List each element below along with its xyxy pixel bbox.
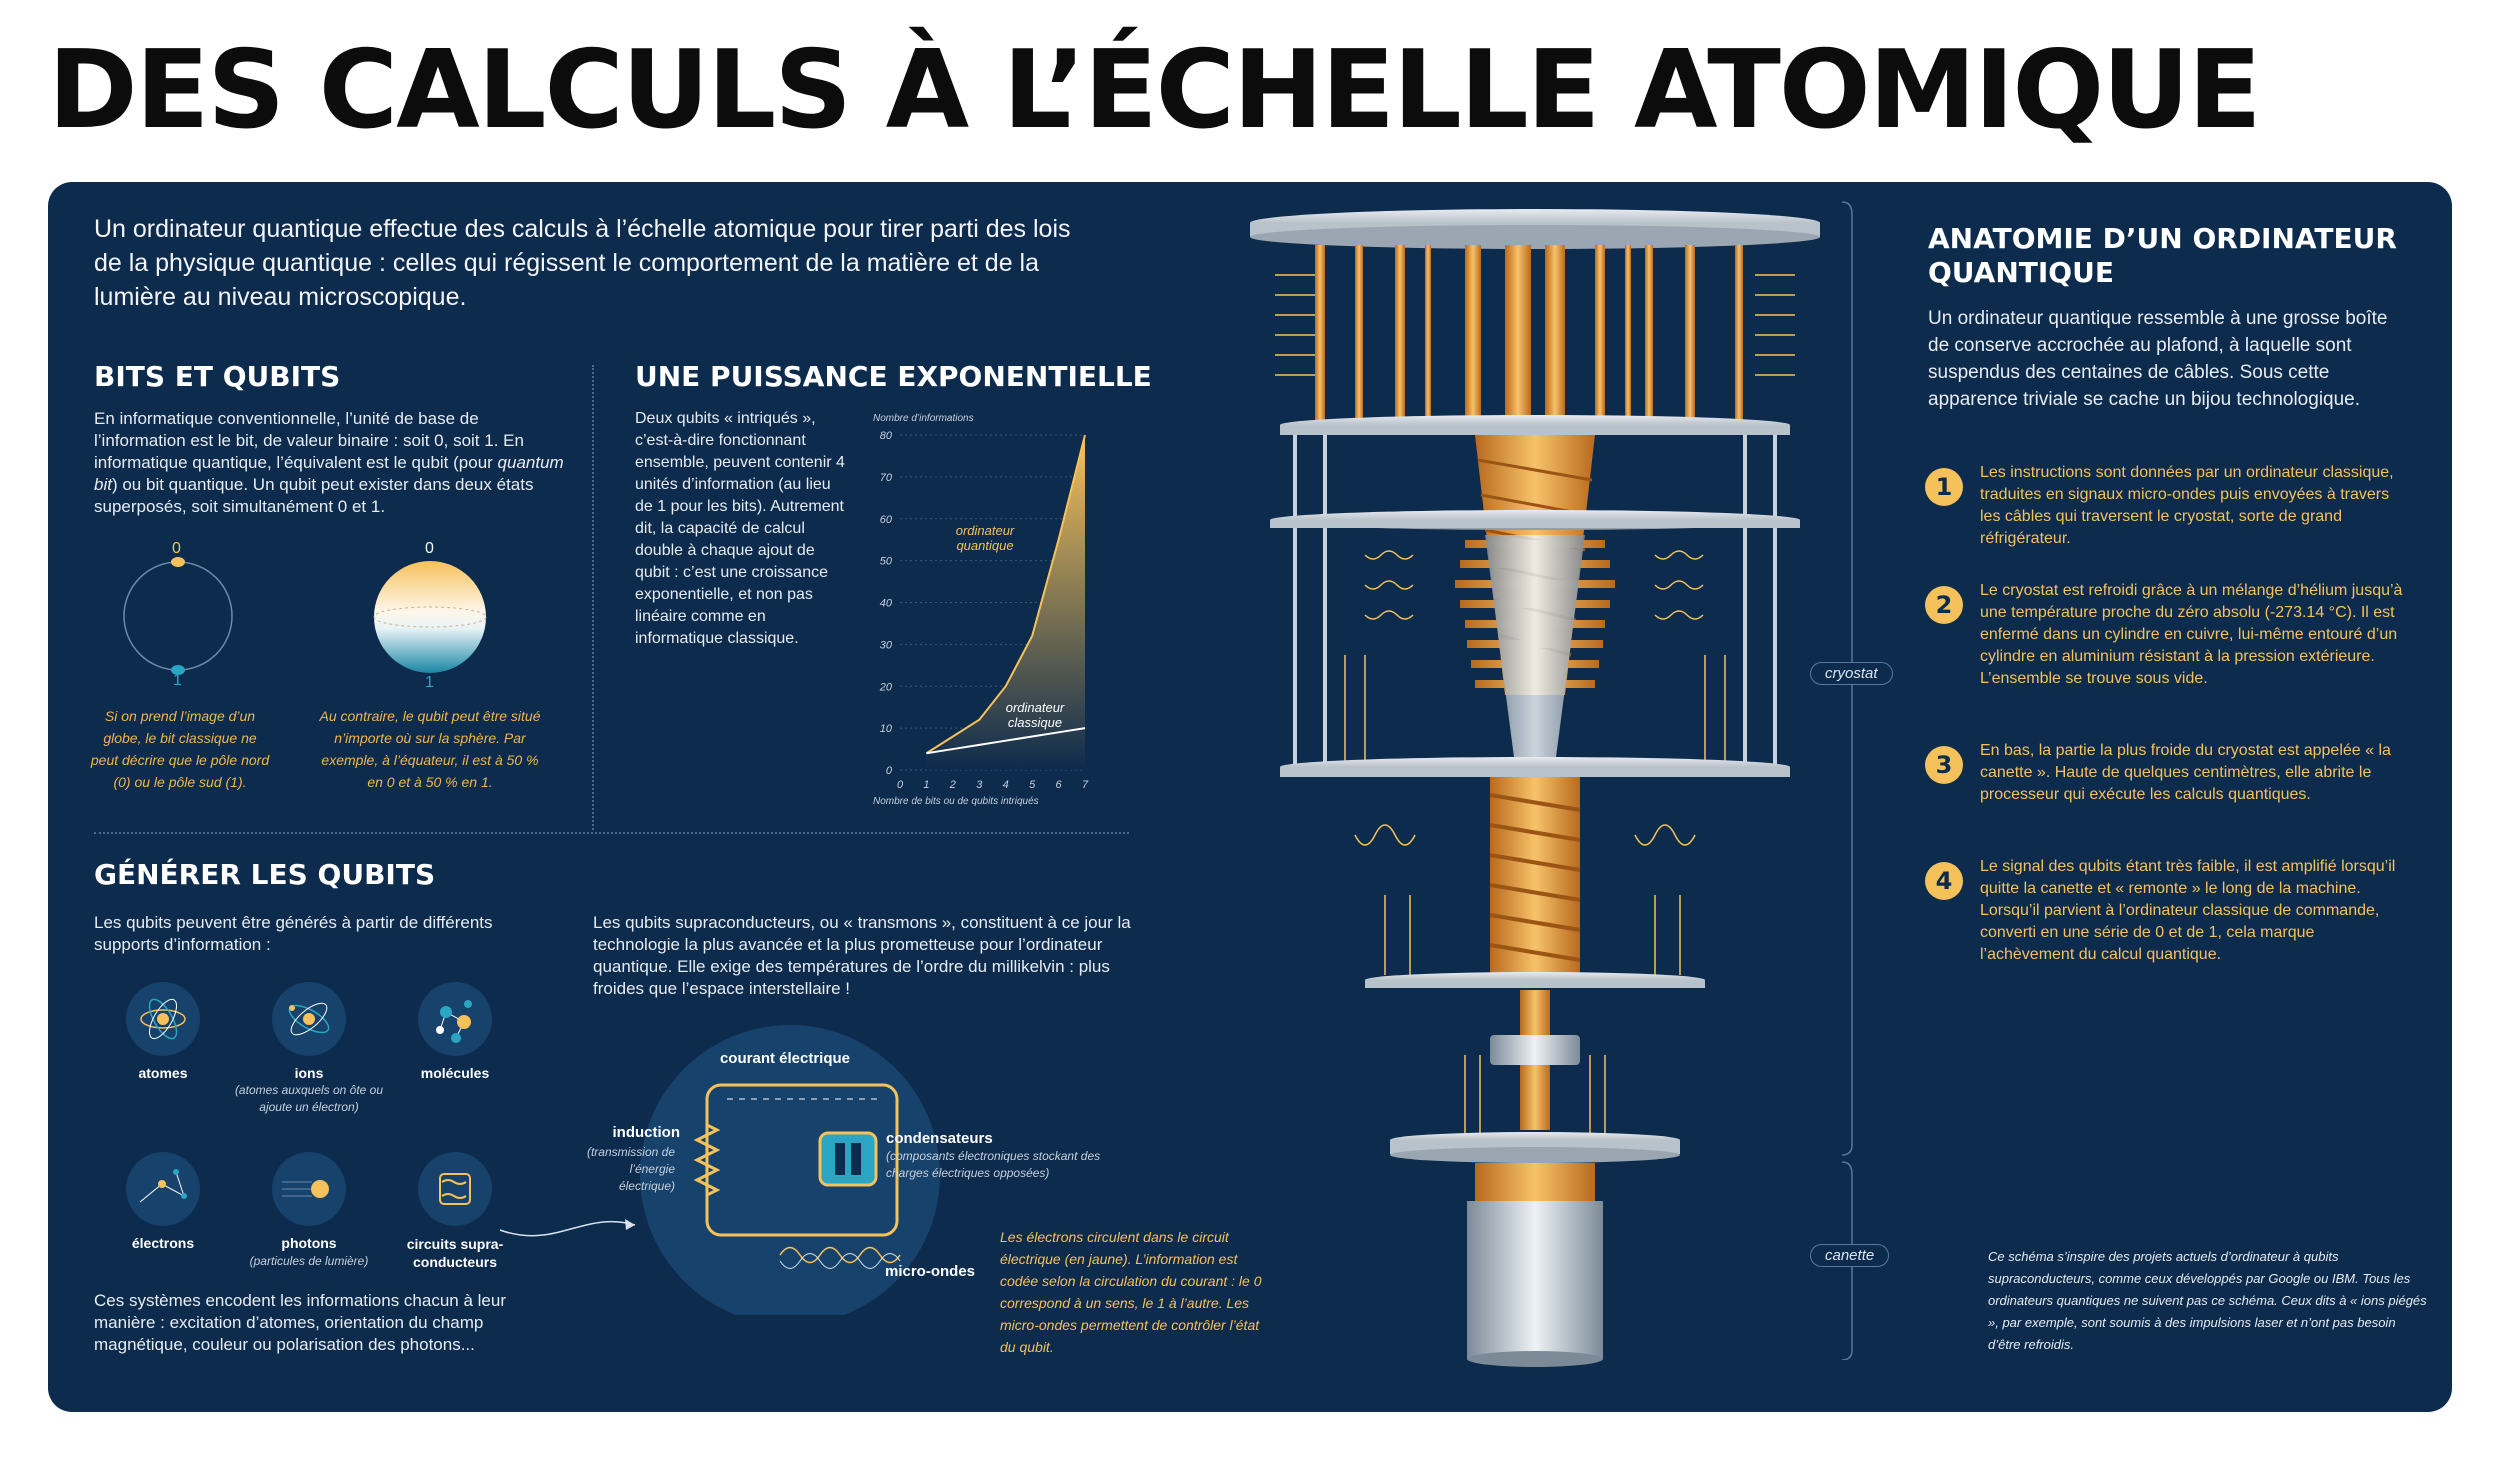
qubit-sphere <box>373 561 487 673</box>
step-1-badge: 1 <box>1925 468 1963 506</box>
puissance-heading: UNE PUISSANCE EXPONENTIELLE <box>635 360 1152 393</box>
molecule-icon <box>418 982 492 1056</box>
intro-text: Un ordinateur quantique effectue des cal… <box>94 215 1071 311</box>
chart-x-tick: 1 <box>923 779 929 791</box>
generer-text-left: Les qubits peuvent être générés à partir… <box>94 913 493 954</box>
divider-vertical <box>592 365 594 830</box>
anatomie-text: Un ordinateur quantique ressemble à une … <box>1928 308 2388 410</box>
chart-label-quantique: ordinateur quantique <box>955 523 1015 553</box>
bits-text: En informatique conventionnelle, l’unité… <box>94 409 564 516</box>
note-classic-bit: Si on prend l’image d’un globe, le bit c… <box>90 708 270 790</box>
chart-y-tick: 40 <box>880 598 893 610</box>
atom-icon <box>126 982 200 1056</box>
step-2-badge: 2 <box>1925 586 1963 624</box>
quantum-computer-illustration <box>1250 209 1820 1367</box>
superconducting-circuit-icon <box>418 1152 492 1226</box>
chart-y-tick: 60 <box>880 514 893 526</box>
chart-y-tick: 10 <box>880 723 893 735</box>
classic-bit-one: 1 <box>173 672 182 689</box>
step-2-text: Le cryostat est refroidi grâce à un méla… <box>1980 582 2403 687</box>
label-canette: canette <box>1810 1244 1890 1267</box>
chart-x-tick: 7 <box>1082 779 1089 791</box>
generer-heading: GÉNÉRER LES QUBITS <box>94 858 436 891</box>
divider-horizontal <box>94 832 1129 834</box>
anatomie-heading: ANATOMIE D’UN ORDINATEUR QUANTIQUE <box>1928 222 2397 289</box>
series-quantique-line <box>925 434 1086 755</box>
chart-y-tick: 80 <box>880 430 893 442</box>
chart-y-tick: 30 <box>880 639 893 651</box>
label-courant: courant électrique <box>719 1050 851 1067</box>
series-quantique-area <box>926 435 1085 770</box>
chart-y-tick: 0 <box>886 765 893 777</box>
classic-bit-zero: 0 <box>172 540 181 557</box>
chart-x-tick: 0 <box>897 779 904 791</box>
series-classique-line <box>926 727 1086 755</box>
chart-y-tick: 70 <box>880 472 893 484</box>
support-label-electrons: électrons <box>131 1235 195 1251</box>
chart-x-tick: 3 <box>976 779 983 791</box>
label-cryostat: cryostat <box>1810 662 1893 685</box>
page-title: DES CALCULS À L’ÉCHELLE ATOMIQUE <box>48 28 2262 153</box>
electron-icon <box>126 1152 200 1226</box>
support-sub-ions: (atomes auxquels on ôte ou ajoute un éle… <box>234 1083 384 1114</box>
support-sub-photons: (particules de lumière) <box>249 1254 369 1268</box>
chart-x-tick: 4 <box>1003 779 1009 791</box>
puissance-text: Deux qubits « intriqués », c’est-à-dire … <box>635 410 845 647</box>
label-micro-ondes: micro-ondes <box>884 1263 975 1280</box>
chart-xlabel: Nombre de bits ou de qubits intriqués <box>873 796 1039 807</box>
note-qubit: Au contraire, le qubit peut être situé n… <box>319 708 541 790</box>
chart-label-classique: ordinateur classique <box>1005 700 1065 730</box>
qubit-zero: 0 <box>425 540 434 557</box>
step-4-text: Le signal des qubits étant très faible, … <box>1980 858 2396 963</box>
support-label-ions: ions <box>294 1065 324 1081</box>
step-4-badge: 4 <box>1925 862 1963 900</box>
ion-icon <box>272 982 346 1056</box>
circuit-note: Les électrons circulent dans le circuit … <box>1000 1229 1262 1355</box>
step-3-badge: 3 <box>1925 746 1963 784</box>
transmon-circuit-diagram <box>499 1025 940 1315</box>
bits-heading: BITS ET QUBITS <box>94 360 341 393</box>
generer-footer: Ces systèmes encodent les informations c… <box>94 1291 506 1354</box>
photon-icon <box>272 1152 346 1226</box>
section-brackets <box>1841 201 1853 1360</box>
generer-text-right: Les qubits supraconducteurs, ou « transm… <box>593 913 1131 998</box>
qubit-one: 1 <box>425 674 434 691</box>
anatomie-footnote: Ce schéma s’inspire des projets actuels … <box>1988 1249 2427 1352</box>
chart-ylabel: Nombre d’informations <box>873 413 974 424</box>
chart-x-tick: 6 <box>1056 779 1063 791</box>
classic-bit-globe <box>123 557 233 675</box>
chart-x-tick: 5 <box>1029 779 1036 791</box>
support-label-photons: photons <box>281 1235 337 1251</box>
support-label-atomes: atomes <box>138 1065 188 1081</box>
support-label-circuits: circuits supra-conducteurs <box>406 1236 504 1270</box>
label-induction: induction <box>612 1124 681 1141</box>
label-condensateurs: condensateurs <box>886 1130 993 1147</box>
chart-y-tick: 20 <box>879 681 893 693</box>
step-1-text: Les instructions sont données par un ord… <box>1980 464 2394 547</box>
exponential-chart: 0 10 20 30 40 50 60 70 80 0 1 2 3 4 5 6 7 <box>879 430 1089 791</box>
step-3-text: En bas, la partie la plus froide du cryo… <box>1980 742 2391 803</box>
label-induction-sub: (transmission de l’énergie électrique) <box>586 1145 675 1193</box>
label-condensateurs-sub: (composants électroniques stockant des c… <box>886 1149 1101 1180</box>
chart-x-tick: 2 <box>949 779 956 791</box>
chart-y-tick: 50 <box>880 556 893 568</box>
support-label-molecules: molécules <box>420 1065 490 1081</box>
